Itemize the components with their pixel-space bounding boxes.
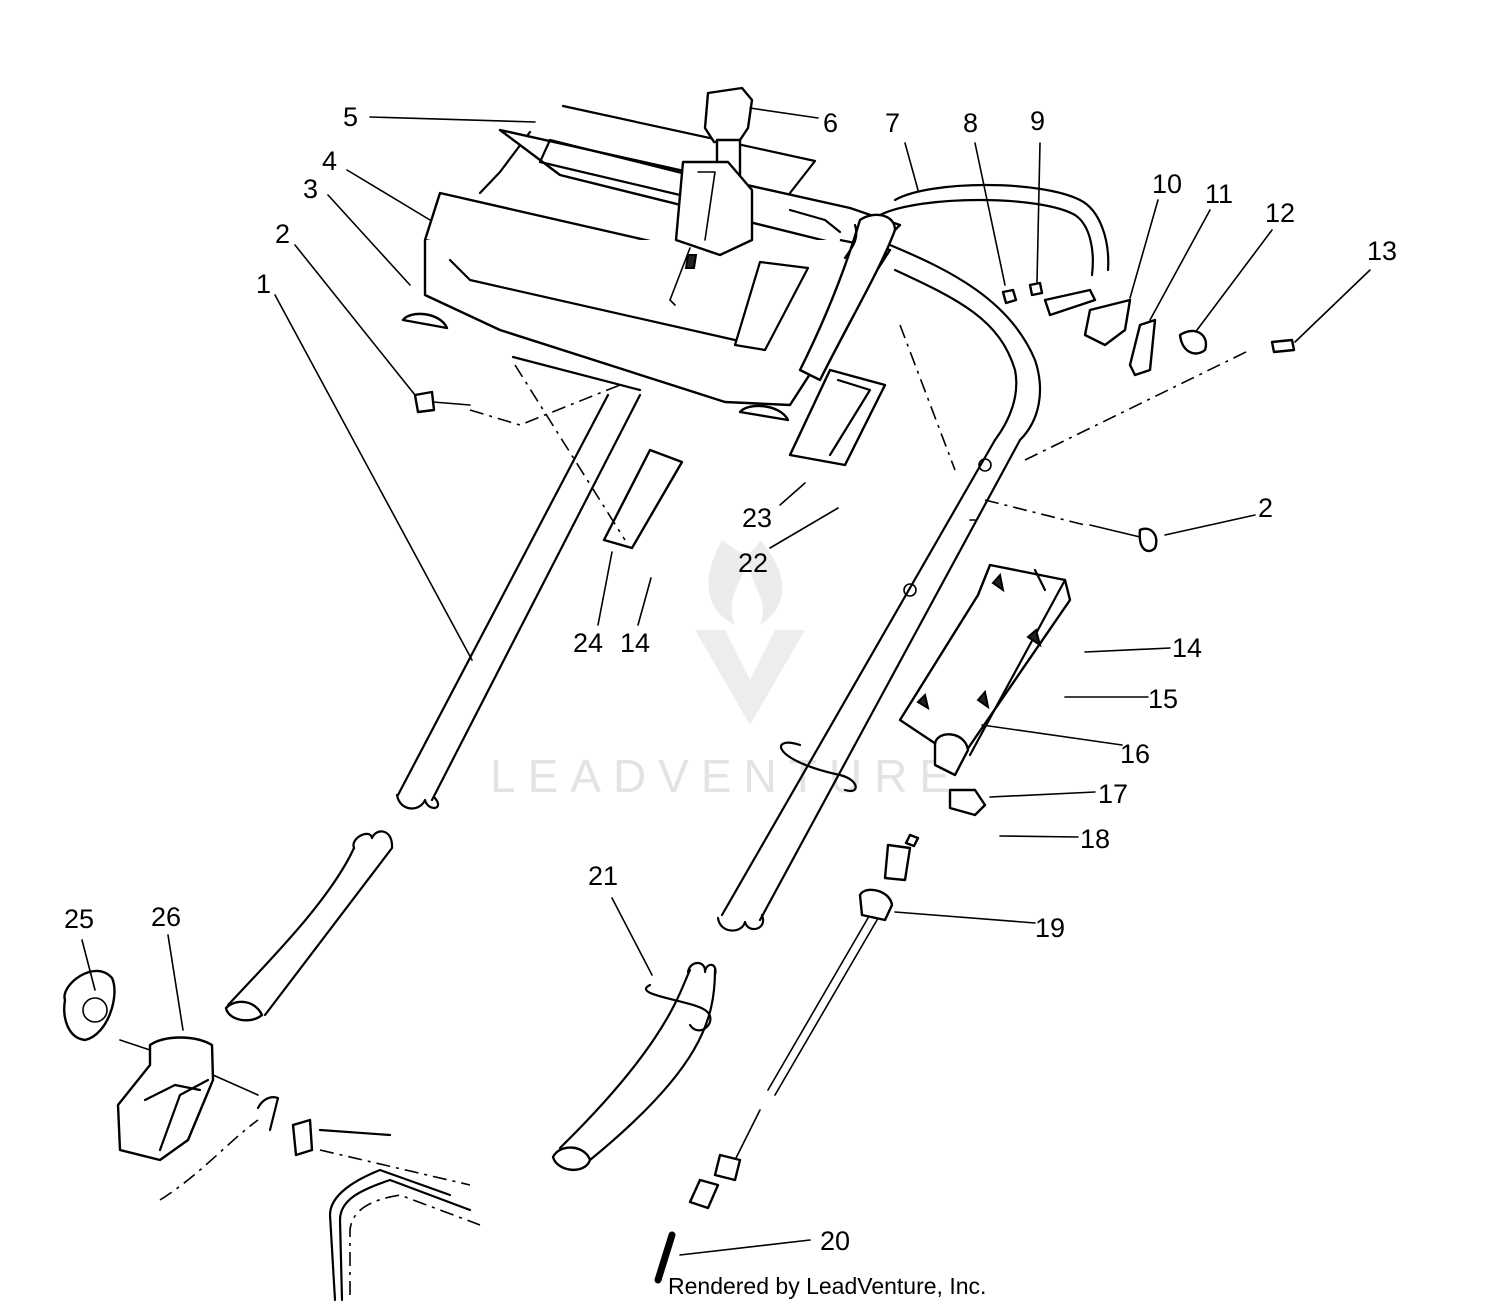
leadventure-watermark-logo (695, 540, 805, 725)
callout-13: 13 (1367, 236, 1397, 266)
callout-4: 4 (322, 146, 337, 176)
callout-11: 11 (1205, 179, 1233, 209)
bolt-2-right (1089, 524, 1141, 538)
bracket-23 (788, 368, 887, 467)
watermark-text: LEADVENTURE (490, 750, 962, 802)
callout-1: 1 (256, 269, 271, 299)
callout-17: 17 (1098, 779, 1128, 809)
callout-24: 24 (573, 628, 603, 658)
clip-21 (645, 983, 712, 1032)
shift-knob (703, 86, 754, 144)
tube-clip (779, 741, 857, 793)
callout-26: 26 (151, 902, 181, 932)
callout-14-right: 14 (1172, 633, 1202, 663)
center-tube (551, 961, 717, 1171)
footer-credit: Rendered by LeadVenture, Inc. (668, 1273, 987, 1299)
callout-25: 25 (64, 904, 94, 934)
callout-18: 18 (1080, 824, 1110, 854)
callout-10: 10 (1152, 169, 1182, 199)
callout-20: 20 (820, 1226, 850, 1256)
callout-21: 21 (588, 861, 618, 891)
callout-leader-lines (81, 107, 1371, 1256)
adjuster-knob-25 (63, 969, 116, 1042)
bolt-2-left (413, 390, 436, 414)
upper-handle-7 (716, 183, 1110, 932)
bracket-16 (898, 563, 1072, 777)
linkage-fasteners (1001, 281, 1296, 461)
callout-2-right: 2 (1258, 493, 1273, 523)
shift-lever-6 (669, 86, 754, 306)
callout-7: 7 (885, 108, 900, 138)
callout-labels: 5 6 4 3 2 1 7 8 9 10 11 12 13 2 14 15 16… (64, 102, 1397, 1256)
callout-6: 6 (823, 108, 838, 138)
control-cable-19 (688, 833, 920, 1210)
bracket-24 (602, 448, 684, 550)
callout-12: 12 (1265, 198, 1295, 228)
callout-9: 9 (1030, 106, 1045, 136)
lower-frame (119, 1039, 481, 1302)
callout-15: 15 (1148, 684, 1178, 714)
control-panel (401, 104, 902, 422)
callout-3: 3 (303, 174, 318, 204)
spring-20 (654, 1231, 676, 1284)
lower-handle-tube-1 (224, 393, 642, 1022)
callout-2-left: 2 (275, 219, 290, 249)
panel-decal-outline (561, 104, 817, 195)
callout-14-left: 14 (620, 628, 650, 658)
housing-26 (116, 1036, 215, 1162)
callout-23: 23 (742, 503, 772, 533)
callout-8: 8 (963, 108, 978, 138)
cable-clamp-17 (948, 788, 987, 817)
callout-19: 19 (1035, 913, 1065, 943)
callout-16: 16 (1120, 739, 1150, 769)
callout-22: 22 (738, 548, 768, 578)
callout-5: 5 (343, 102, 358, 132)
